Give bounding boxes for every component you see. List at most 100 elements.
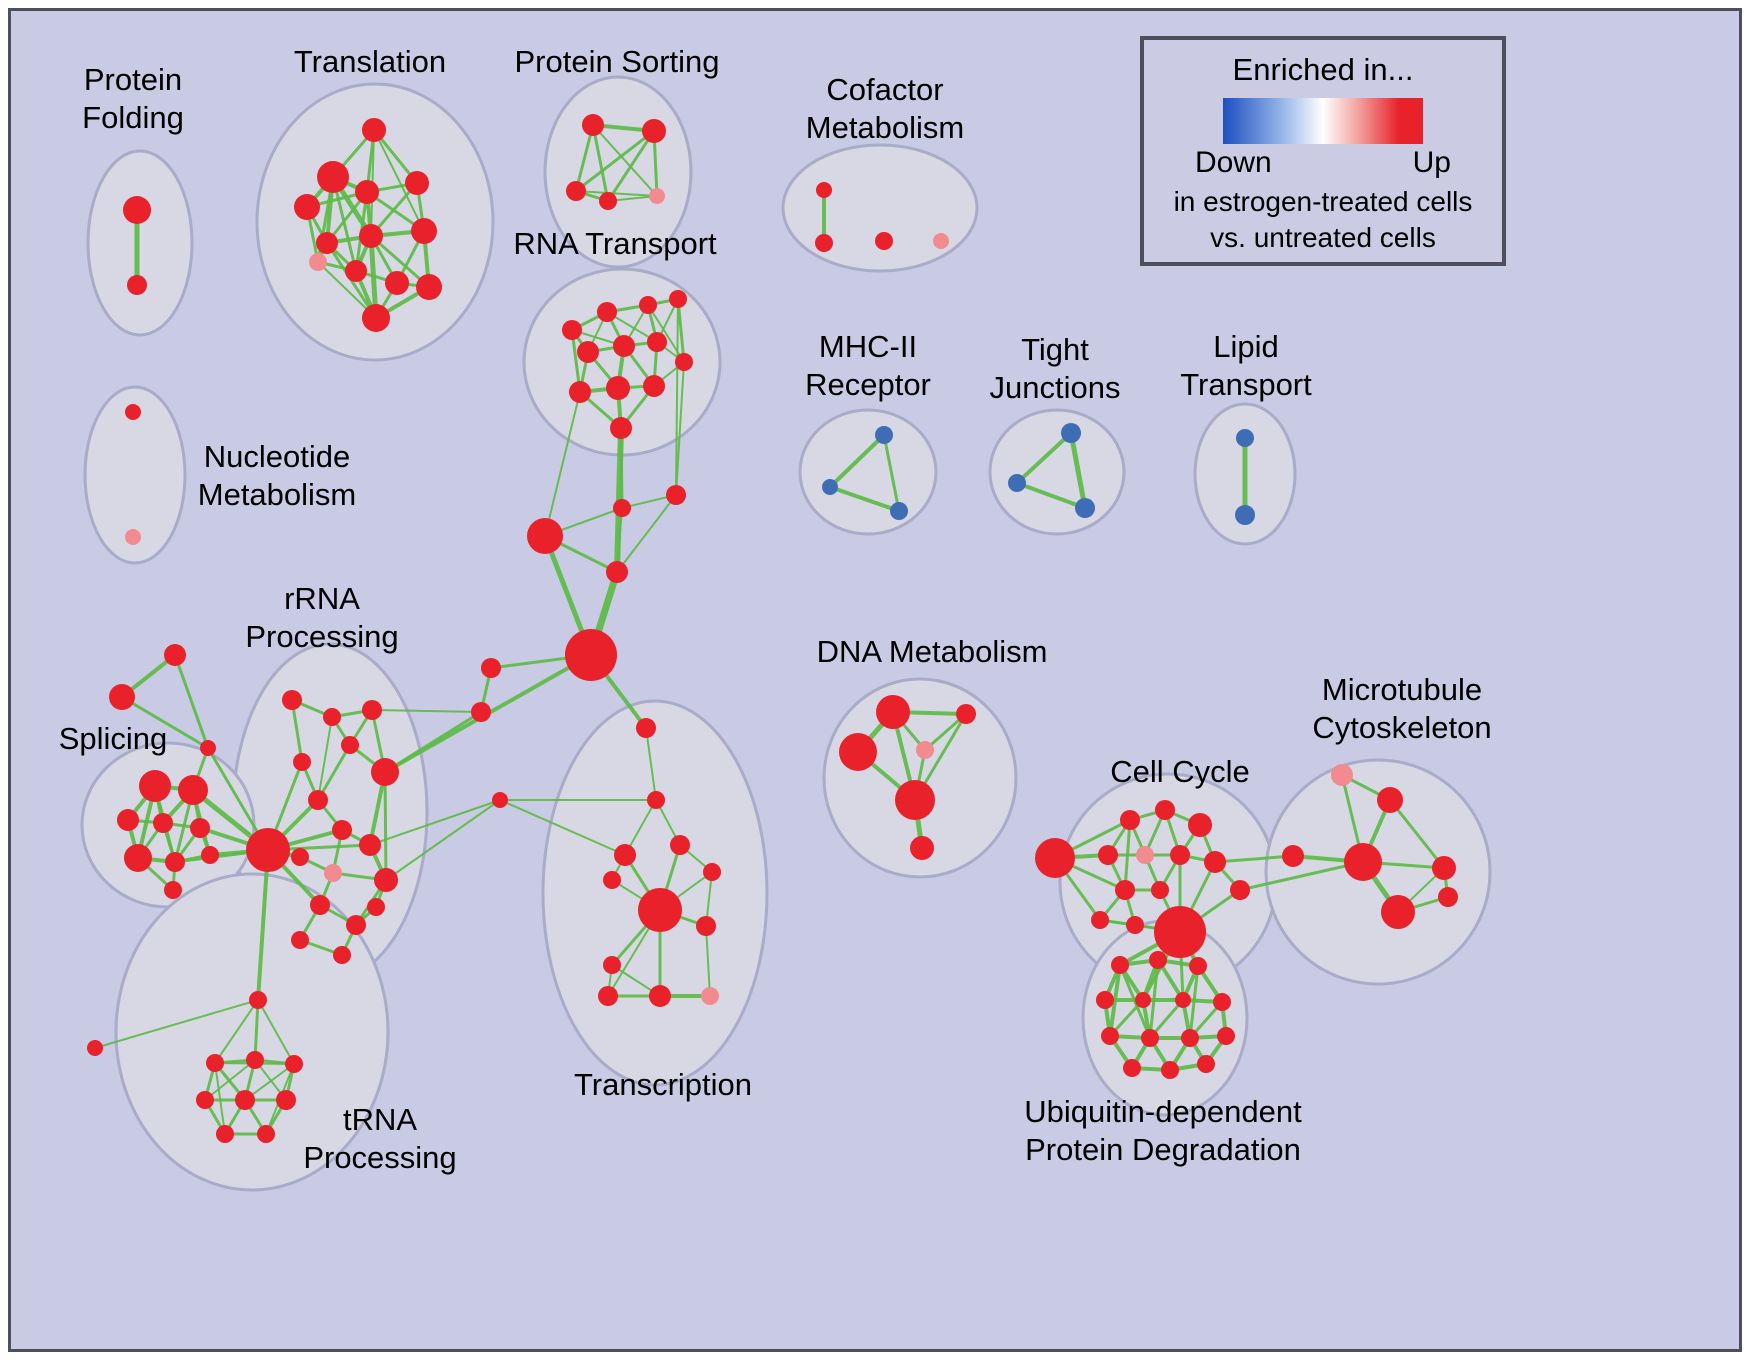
network-node-rt8[interactable] bbox=[569, 381, 591, 403]
network-node-c8[interactable] bbox=[492, 792, 508, 808]
network-node-cc7[interactable] bbox=[1170, 845, 1190, 865]
network-node-r4[interactable] bbox=[341, 736, 359, 754]
network-node-tr6[interactable] bbox=[235, 1090, 255, 1110]
network-node-r13[interactable] bbox=[374, 868, 398, 892]
network-node-cm4[interactable] bbox=[933, 233, 949, 249]
network-node-tj3[interactable] bbox=[1075, 498, 1095, 518]
network-node-u6[interactable] bbox=[1175, 992, 1191, 1008]
network-node-t7[interactable] bbox=[359, 224, 383, 248]
network-node-mc7[interactable] bbox=[1438, 887, 1458, 907]
network-node-cm2[interactable] bbox=[815, 234, 833, 252]
network-node-s7[interactable] bbox=[165, 852, 185, 872]
network-node-x9[interactable] bbox=[603, 956, 621, 974]
network-node-rt10[interactable] bbox=[643, 375, 665, 397]
network-node-cc4[interactable] bbox=[1188, 813, 1212, 837]
network-node-rt2[interactable] bbox=[597, 302, 617, 322]
network-node-u8[interactable] bbox=[1101, 1027, 1119, 1045]
network-node-ps4[interactable] bbox=[599, 192, 617, 210]
network-node-c3[interactable] bbox=[666, 485, 686, 505]
network-node-d6[interactable] bbox=[910, 836, 934, 860]
network-node-rt11[interactable] bbox=[675, 353, 693, 371]
network-node-t5[interactable] bbox=[405, 171, 429, 195]
network-node-d2[interactable] bbox=[956, 704, 976, 724]
network-node-pf1[interactable] bbox=[123, 196, 151, 224]
network-node-cc2[interactable] bbox=[1120, 810, 1140, 830]
network-node-r15[interactable] bbox=[346, 915, 366, 935]
network-node-ps3[interactable] bbox=[566, 181, 586, 201]
network-node-s5[interactable] bbox=[190, 818, 210, 838]
network-node-r8[interactable] bbox=[308, 790, 328, 810]
network-node-tr9[interactable] bbox=[257, 1125, 275, 1143]
network-node-r10[interactable] bbox=[291, 848, 309, 866]
network-node-x11[interactable] bbox=[701, 987, 719, 1005]
network-node-u1[interactable] bbox=[1111, 956, 1129, 974]
network-node-cm3[interactable] bbox=[875, 232, 893, 250]
network-node-cc12[interactable] bbox=[1154, 906, 1206, 958]
network-node-d3[interactable] bbox=[839, 733, 877, 771]
network-node-s8[interactable] bbox=[201, 846, 219, 864]
network-node-u7[interactable] bbox=[1213, 993, 1231, 1011]
network-node-t12[interactable] bbox=[416, 274, 442, 300]
network-node-mc3[interactable] bbox=[1282, 845, 1304, 867]
network-node-u13[interactable] bbox=[1161, 1061, 1179, 1079]
network-node-x12[interactable] bbox=[598, 986, 618, 1006]
network-node-rt4[interactable] bbox=[669, 290, 687, 308]
network-node-u14[interactable] bbox=[1197, 1055, 1215, 1073]
network-node-tr8[interactable] bbox=[216, 1125, 234, 1143]
network-node-t6[interactable] bbox=[316, 232, 338, 254]
network-node-u10[interactable] bbox=[1181, 1029, 1199, 1047]
network-node-r6[interactable] bbox=[371, 758, 399, 786]
network-node-pf2[interactable] bbox=[127, 275, 147, 295]
network-node-cc3[interactable] bbox=[1155, 800, 1175, 820]
network-node-r1[interactable] bbox=[282, 690, 302, 710]
network-node-rt3[interactable] bbox=[639, 296, 657, 314]
network-node-u5[interactable] bbox=[1135, 992, 1151, 1008]
network-node-u2[interactable] bbox=[1149, 951, 1167, 969]
network-node-r11[interactable] bbox=[324, 864, 342, 882]
network-node-r5[interactable] bbox=[293, 753, 311, 771]
network-node-x3[interactable] bbox=[670, 835, 690, 855]
network-node-nm2[interactable] bbox=[125, 529, 141, 545]
network-node-r18[interactable] bbox=[333, 946, 351, 964]
network-node-t2[interactable] bbox=[317, 161, 349, 193]
network-node-tr3[interactable] bbox=[246, 1051, 264, 1069]
network-node-d5[interactable] bbox=[895, 780, 935, 820]
network-node-f3[interactable] bbox=[200, 740, 216, 756]
network-node-cc9[interactable] bbox=[1115, 880, 1135, 900]
network-node-nm1[interactable] bbox=[125, 404, 141, 420]
network-node-c6[interactable] bbox=[481, 658, 501, 678]
network-node-t9[interactable] bbox=[309, 253, 327, 271]
network-node-x4[interactable] bbox=[614, 844, 636, 866]
network-node-t13[interactable] bbox=[362, 304, 390, 332]
network-node-t10[interactable] bbox=[345, 260, 367, 282]
network-node-r14[interactable] bbox=[310, 895, 330, 915]
network-node-x1[interactable] bbox=[636, 718, 656, 738]
network-node-ps1[interactable] bbox=[582, 114, 604, 136]
network-node-x8[interactable] bbox=[696, 916, 716, 936]
network-node-s2[interactable] bbox=[178, 775, 208, 805]
network-node-r9[interactable] bbox=[332, 820, 352, 840]
network-node-cc14[interactable] bbox=[1126, 916, 1144, 934]
network-node-cc13[interactable] bbox=[1091, 911, 1109, 929]
network-node-t1[interactable] bbox=[362, 118, 386, 142]
network-node-t3[interactable] bbox=[294, 194, 320, 220]
network-node-t4[interactable] bbox=[355, 180, 379, 204]
network-node-ps2[interactable] bbox=[642, 119, 666, 143]
network-node-c5[interactable] bbox=[565, 629, 617, 681]
network-node-cc5[interactable] bbox=[1098, 845, 1118, 865]
network-node-d4[interactable] bbox=[916, 741, 934, 759]
network-node-c1[interactable] bbox=[527, 518, 563, 554]
network-node-tr2[interactable] bbox=[206, 1054, 224, 1072]
network-node-u3[interactable] bbox=[1189, 957, 1207, 975]
network-node-cc6[interactable] bbox=[1136, 846, 1154, 864]
network-node-mc4[interactable] bbox=[1344, 843, 1382, 881]
network-node-r2[interactable] bbox=[323, 708, 341, 726]
network-node-mc6[interactable] bbox=[1381, 895, 1415, 929]
network-node-x2[interactable] bbox=[647, 791, 665, 809]
network-node-cc11[interactable] bbox=[1230, 880, 1250, 900]
network-node-ps5[interactable] bbox=[649, 188, 665, 204]
network-node-cc8[interactable] bbox=[1204, 851, 1226, 873]
network-node-tr4[interactable] bbox=[285, 1055, 303, 1073]
network-node-tj2[interactable] bbox=[1008, 474, 1026, 492]
network-node-tr7[interactable] bbox=[276, 1090, 296, 1110]
